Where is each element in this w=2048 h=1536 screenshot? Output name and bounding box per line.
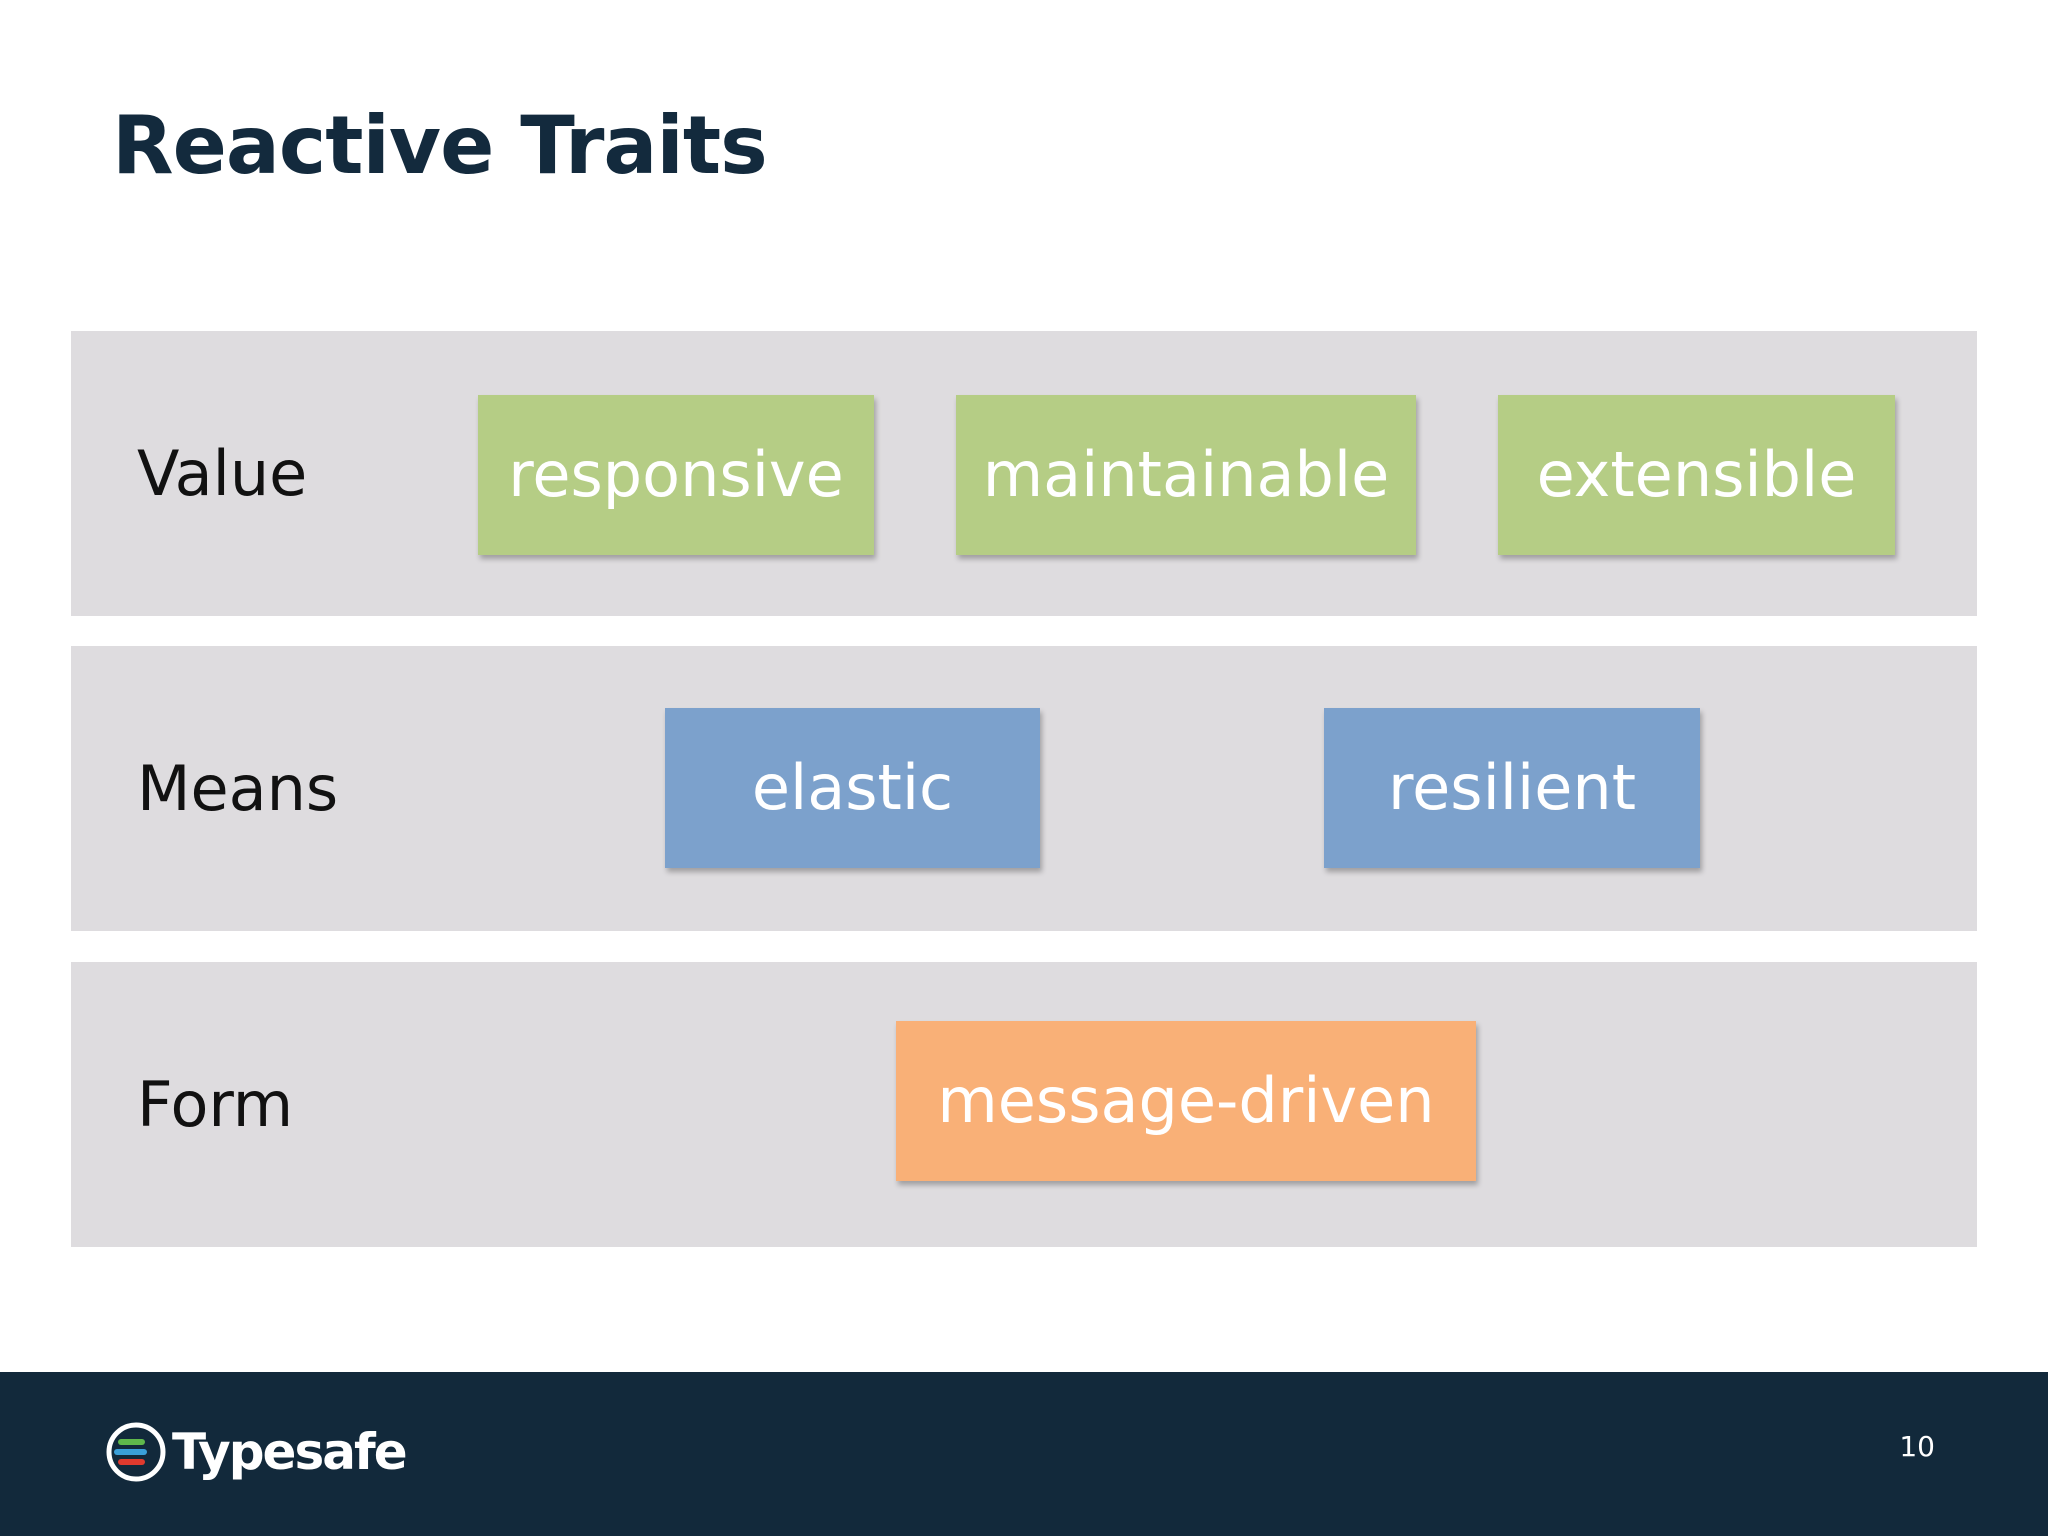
typesafe-logo: Typesafe bbox=[104, 1412, 408, 1492]
means-band: Means elastic resilient bbox=[71, 646, 1977, 931]
trait-elastic: elastic bbox=[665, 708, 1040, 868]
trait-message-driven: message-driven bbox=[896, 1021, 1476, 1181]
page-number: 10 bbox=[1899, 1430, 1935, 1463]
typesafe-logo-icon bbox=[106, 1422, 166, 1482]
form-label: Form bbox=[137, 1068, 294, 1141]
value-band: Value responsive maintainable extensible bbox=[71, 331, 1977, 616]
means-label: Means bbox=[137, 752, 339, 825]
trait-resilient: resilient bbox=[1324, 708, 1700, 868]
slide-title: Reactive Traits bbox=[112, 99, 768, 192]
trait-responsive: responsive bbox=[478, 395, 874, 555]
logo-text: Typesafe bbox=[172, 1423, 408, 1481]
trait-extensible: extensible bbox=[1498, 395, 1895, 555]
value-label: Value bbox=[137, 437, 308, 510]
footer-bar: Typesafe 10 bbox=[0, 1372, 2048, 1536]
trait-maintainable: maintainable bbox=[956, 395, 1416, 555]
form-band: Form message-driven bbox=[71, 962, 1977, 1247]
